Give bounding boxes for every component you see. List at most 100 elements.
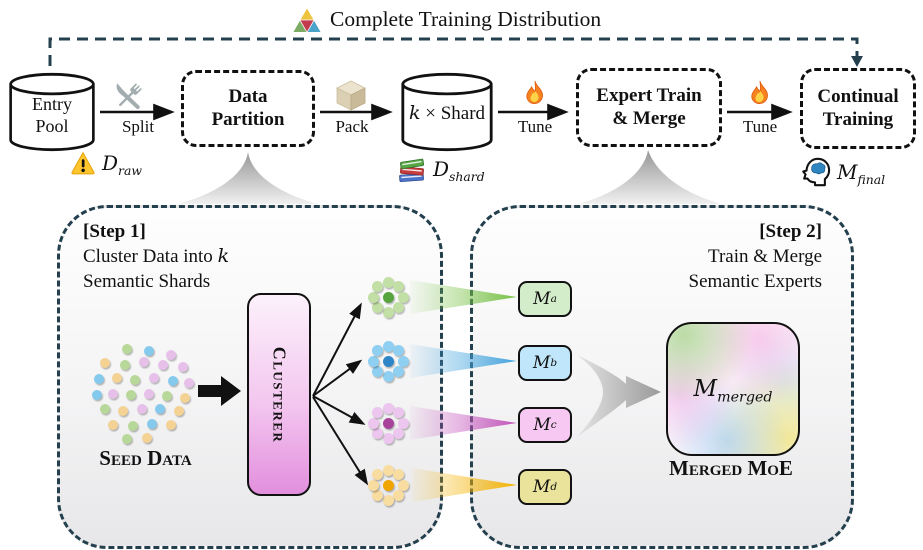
merged-moe-label: Merged MoE <box>669 456 793 480</box>
cluster-center-dot <box>382 355 394 367</box>
cluster-dot <box>393 428 405 440</box>
entry-pool-cylinder: Entry Pool <box>8 72 96 152</box>
cluster-dot <box>371 490 383 502</box>
seed-dot <box>100 358 110 368</box>
seed-dot <box>142 433 152 443</box>
entry-pool-label-line2: Pool <box>35 115 69 136</box>
seed-dot <box>184 378 194 388</box>
cluster-dot <box>382 276 394 288</box>
d-raw-subscript: raw <box>118 162 142 178</box>
seed-dot <box>166 420 176 430</box>
seed-dot <box>178 362 188 372</box>
seed-dot <box>137 404 147 414</box>
shard-funnel <box>410 344 517 378</box>
clusterer-label: Clusterer <box>269 346 290 443</box>
data-partition-box: Data Partition <box>181 70 315 147</box>
tune1-arrow-label: Tune <box>517 117 553 136</box>
seed-dot <box>100 404 110 414</box>
seed-dot <box>168 376 178 386</box>
continual-line1: Continual <box>817 86 899 108</box>
flame-icon <box>751 80 768 104</box>
m-merged-symbol: M <box>693 376 718 402</box>
cluster-dot <box>397 291 409 303</box>
utensils-icon <box>116 83 142 110</box>
cluster-dot <box>367 417 379 429</box>
cluster-dot <box>367 479 379 491</box>
top-route-dashed <box>48 37 863 67</box>
seed-dot <box>155 404 165 414</box>
seed-dot <box>112 373 122 383</box>
d-raw-caption: Draw <box>70 150 142 176</box>
seed-dot <box>108 420 118 430</box>
cluster-dot <box>371 468 383 480</box>
cluster-dot <box>371 366 383 378</box>
seed-dot <box>94 374 104 384</box>
cluster-dot <box>371 344 383 356</box>
d-shard-symbol: D <box>433 156 450 181</box>
step2-title: [Step 2] <box>759 221 822 242</box>
funnel-layer <box>410 280 517 502</box>
expert-train-line2: & Merge <box>612 107 686 129</box>
step1-title: [Step 1] <box>83 221 146 242</box>
tune2-arrow-label: Tune <box>742 117 778 136</box>
cluster-dot <box>397 479 409 491</box>
step2-line1: Train & Merge <box>708 246 822 267</box>
seed-dot <box>158 360 168 370</box>
distribution-pyramid-icon <box>292 7 322 33</box>
seed-dot <box>108 389 118 399</box>
cluster-dot <box>382 306 394 318</box>
shard-cylinder: k × Shard <box>400 72 494 152</box>
cluster-fan-arrows <box>312 302 369 486</box>
cluster-dot <box>371 302 383 314</box>
seed-dot <box>128 421 138 431</box>
shard-funnel <box>410 280 517 314</box>
m-final-subscript: final <box>857 171 886 187</box>
warning-icon <box>71 151 95 175</box>
head-brain-icon <box>802 157 831 187</box>
expert-train-line1: Expert Train <box>596 85 702 107</box>
seed-dot <box>162 391 172 401</box>
seed-data-label: Seed Data <box>99 446 192 470</box>
cylinder-shape <box>401 72 493 152</box>
continual-training-box: Continual Training <box>800 68 916 149</box>
shard-times: × <box>420 103 441 124</box>
split-arrow-label: Split <box>121 117 155 136</box>
step1-line2: Semantic Shards <box>83 271 211 292</box>
cluster-dot <box>393 406 405 418</box>
cluster-dot <box>397 355 409 367</box>
seed-data-scatter <box>92 340 196 446</box>
seed-to-clusterer-arrow <box>198 376 241 406</box>
cluster-dot <box>371 428 383 440</box>
clusterer-box: Clusterer <box>247 293 311 496</box>
cluster-dot <box>382 370 394 382</box>
seed-dot <box>120 360 130 370</box>
cube-icon <box>336 80 366 111</box>
m-final-symbol: M <box>837 159 858 184</box>
cluster-dot <box>393 366 405 378</box>
pack-arrow-label: Pack <box>335 117 369 136</box>
data-partition-line2: Partition <box>211 108 285 130</box>
shard-funnel <box>412 468 517 502</box>
spotlight-tail <box>178 150 722 204</box>
cluster-dot <box>367 291 379 303</box>
seed-dot <box>149 373 159 383</box>
shard-funnel <box>410 406 517 440</box>
cluster-blue <box>367 340 409 382</box>
seed-dot <box>139 357 149 367</box>
step2-line2: Semantic Experts <box>688 271 823 292</box>
seed-dot <box>122 344 132 354</box>
cluster-yellow <box>367 464 409 506</box>
d-shard-subscript: shard <box>449 168 485 184</box>
seed-dot <box>180 393 190 403</box>
seed-dot <box>144 346 154 356</box>
d-raw-symbol: D <box>102 150 119 175</box>
cluster-dot <box>382 464 394 476</box>
seed-dot <box>166 350 176 360</box>
step2-text: [Step 2] Train & Merge Semantic Experts <box>689 219 823 294</box>
m-final-caption: Mfinal <box>799 156 885 188</box>
